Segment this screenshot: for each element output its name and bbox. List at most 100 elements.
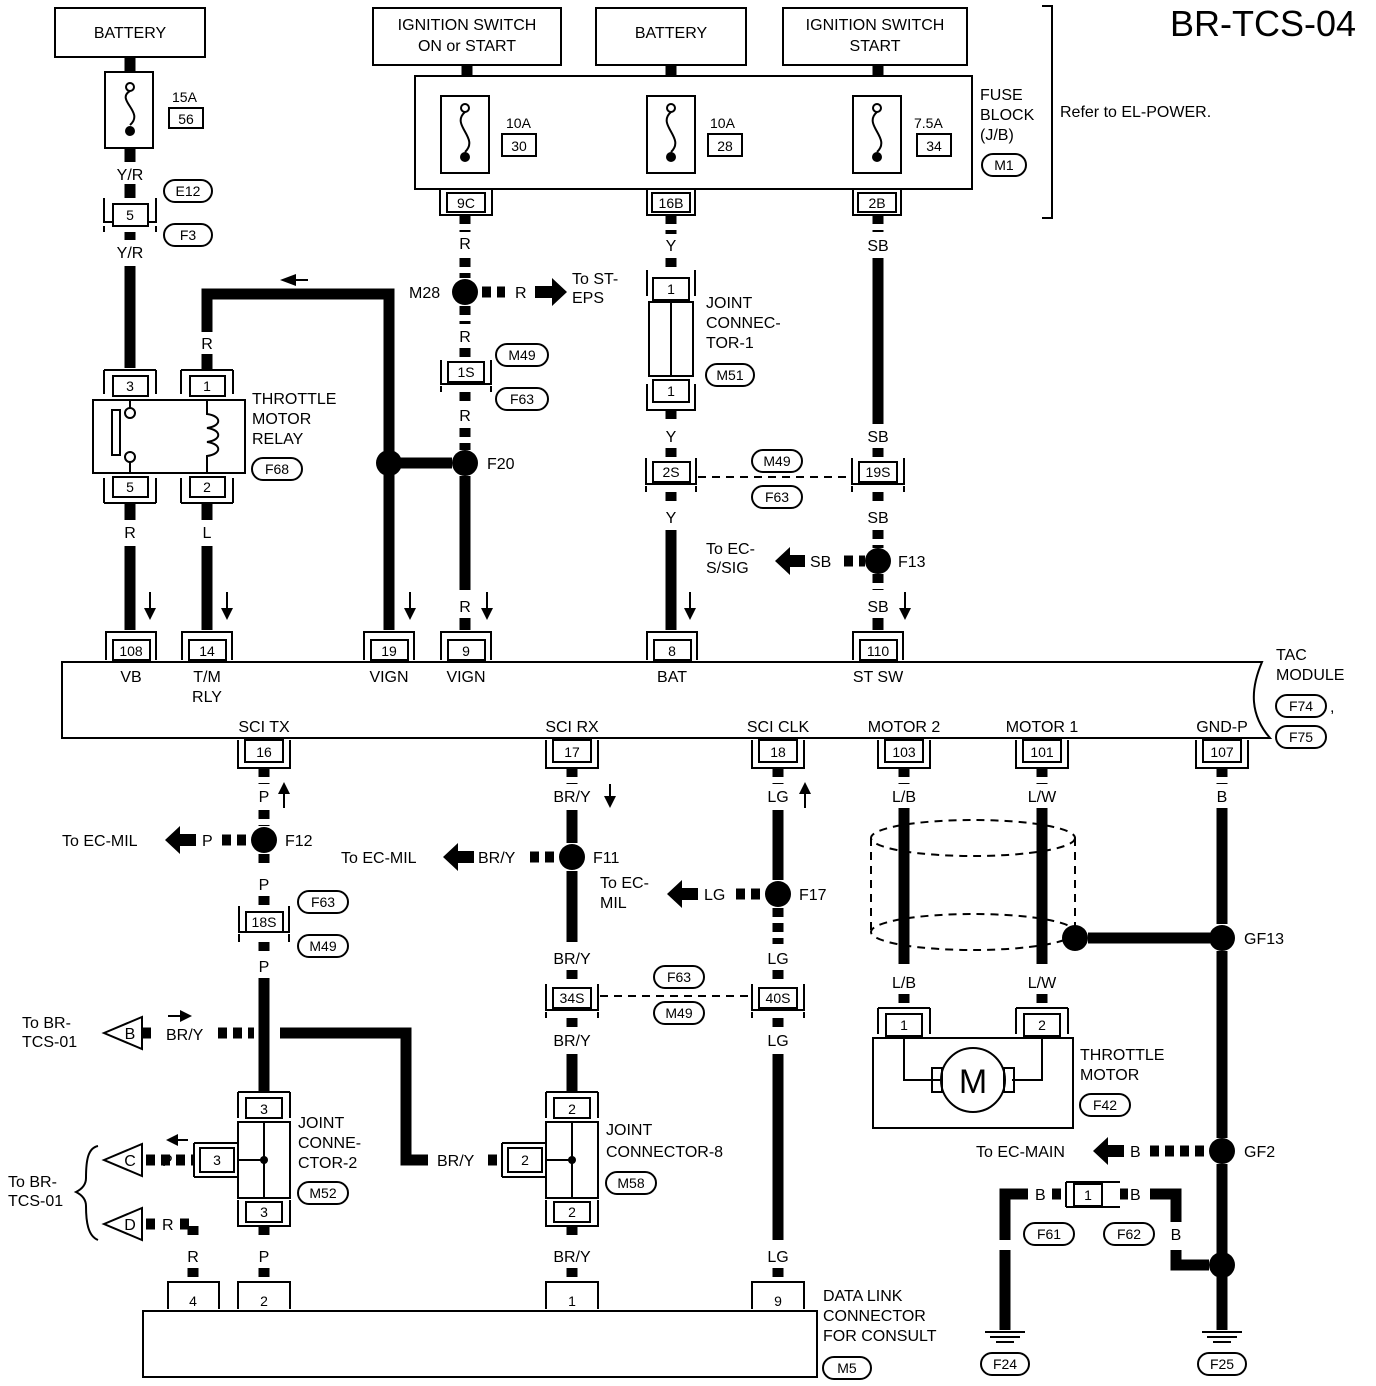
tac-terminal-16: SCI TX 16 [237,719,291,769]
tac-terminal-17: SCI RX 17 [545,719,599,769]
wire-color: BR/Y [553,789,591,806]
wire-color: B [1217,789,1228,806]
to-ec-ssig: To EC- [706,541,755,558]
connector-40s: 40S [766,990,791,1006]
joint-connector-1-name: JOINT [706,295,752,312]
joint-connector-8-side-pin: 2 [521,1152,529,1168]
wire-sci-rx: BR/Y F11 BR/Y To EC-MIL BR/Y 34S BR/Y [341,768,619,1092]
ignition-switch-label: IGNITION SWITCH [806,17,945,34]
arrow-down-icon [404,592,416,620]
tac-terminal-19: 19 VIGN [363,631,415,686]
pin-number: 9 [774,1293,782,1309]
branch-letter-d: D [124,1217,136,1234]
ignition-start-label: START [850,38,901,55]
splice-f11 [559,844,585,870]
fuse-terminal-9c: 9C [439,190,493,216]
tac-terminal-14: 14 T/M RLY [181,631,233,706]
relay-pin-3: 3 [126,378,134,394]
fuse-block: 10A 30 10A 28 7.5A 34 FUSE BLOCK (J/B) M… [414,5,1211,219]
joint-connector-1-name: CONNEC- [706,315,781,332]
fuse-number: 30 [511,138,527,154]
wire-color: Y [666,510,677,527]
wire-color: Y/R [117,167,144,184]
arrow-up-icon [278,782,290,808]
splice-label: F13 [898,554,926,571]
ground-f24: F24 [980,1331,1030,1376]
relay-connector: F68 [265,461,289,477]
fuse-block-label: FUSE [980,87,1023,104]
tac-connector-f74: F74 [1289,698,1313,714]
joint-connector-1-name: TOR-1 [706,335,754,352]
joint-connector-2-pin: 3 [260,1204,268,1220]
relay-name: MOTOR [252,411,311,428]
to-ec-mil-1: To EC-MIL [62,833,138,850]
tac-terminal-103: MOTOR 2 103 [868,719,940,769]
wire-color: SB [867,510,888,527]
relay-name: THROTTLE [252,391,336,408]
connector-f63: F63 [667,969,691,985]
splice-label: F11 [593,850,619,867]
fuse-block-label: BLOCK [980,107,1035,124]
fuse-amp: 10A [710,115,736,131]
wire-color: P [259,877,270,894]
wire-color: L/B [892,789,916,806]
splice-m28 [452,279,478,305]
tac-terminal-8: 8 BAT [646,631,698,686]
motor-pin-1: 1 [900,1017,908,1033]
terminal-num: 107 [1210,744,1234,760]
connector-1s: 1S [457,364,474,380]
connector-2s: 2S [662,464,679,480]
terminal-label: MOTOR 1 [1006,719,1079,736]
terminal-label: VB [120,669,141,686]
ground-icon [985,1331,1025,1343]
connector-f63: F63 [765,489,789,505]
joint-connector-2-name: CTOR-2 [298,1155,357,1172]
wire-color: R [459,599,471,616]
wire-color: SB [867,599,888,616]
splice-f13 [865,548,891,574]
wire-color: BR/Y [437,1153,475,1170]
splice-label: F17 [799,887,827,904]
to-ec-main: To EC-MAIN [976,1144,1065,1161]
battery-label: BATTERY [635,25,708,42]
wire-color: LG [767,789,788,806]
shield-ground-node [1062,925,1088,951]
wire-color: SB [867,429,888,446]
relay-pin-1: 1 [203,378,211,394]
dlc-name: CONNECTOR [823,1308,926,1325]
terminal-label: 16B [659,195,684,211]
wire-color: LG [767,951,788,968]
to-st-eps: EPS [572,290,604,307]
data-link-connector: 4 2 1 9 DATA LINK CONNECTOR FOR CONSULT … [142,1281,937,1380]
wire-color: L/W [1028,975,1057,992]
wire-color: R [124,525,136,542]
terminal-label: 9C [457,195,475,211]
tac-connector-f75: F75 [1289,729,1313,745]
page-title: BR-TCS-04 [1170,3,1356,44]
connector-34s: 34S [560,990,585,1006]
connector-f63: F63 [311,894,335,910]
wire-color: R [515,285,527,302]
connector-f61: F61 [1037,1226,1061,1242]
wire-color: Y [666,429,677,446]
joint-connector-2-id: M52 [309,1185,336,1201]
wire-color: BR/Y [166,1027,204,1044]
dlc-pin-9: 9 [751,1281,805,1309]
wire-color: LG [767,1033,788,1050]
ground-icon [1202,1331,1242,1343]
splice-label: F20 [487,456,515,473]
splice-label: M28 [409,285,440,302]
joint-connector-1-id: M51 [716,367,743,383]
joint-connector-2: 3 3 3 JOINT CONNE- CTOR-2 M52 [193,1091,361,1227]
joint-connector-1-pin: 1 [667,383,675,399]
arrow-down-icon [221,592,233,620]
to-br-tcs-01: TCS-01 [22,1034,77,1051]
throttle-motor: 1 2 M THROTTLE MOTOR F42 [872,1007,1164,1129]
terminal-label: VIGN [369,669,408,686]
tac-terminal-18: SCI CLK 18 [747,719,809,769]
terminal-num: 18 [770,744,786,760]
wire-color: R [459,236,471,253]
wire-color: B [1035,1187,1046,1204]
fuse-34: 7.5A 34 [852,95,952,174]
motor-pin-2: 2 [1038,1017,1046,1033]
